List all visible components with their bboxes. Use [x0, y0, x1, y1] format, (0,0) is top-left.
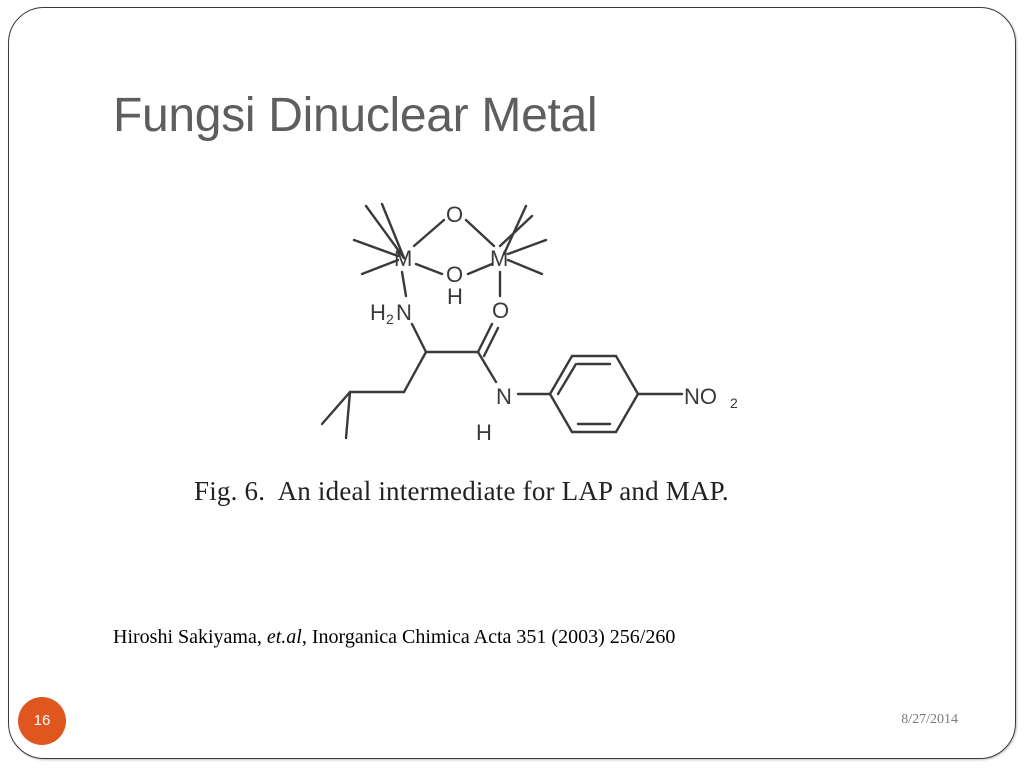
group-no2: NO [684, 384, 717, 409]
bond [556, 362, 578, 396]
bond [380, 202, 406, 260]
atom-o-carbonyl: O [492, 298, 509, 323]
page-number-badge: 16 [18, 697, 66, 745]
bond [506, 238, 548, 256]
citation-authors: Hiroshi Sakiyama, [113, 626, 267, 648]
figure-caption: Fig. 6. An ideal intermediate for LAP an… [194, 476, 729, 506]
atom-h2n-h: H [370, 300, 386, 325]
group-no2-sub: 2 [730, 395, 738, 411]
atom-n-amide: N [496, 384, 512, 409]
bond [476, 322, 494, 354]
molecule-diagram: O M O H M H 2 N O N H NO 2 [320, 202, 738, 445]
bond [320, 390, 352, 426]
bond [506, 258, 544, 276]
bond [402, 350, 428, 394]
atom-h2n-sub: 2 [386, 311, 394, 327]
atom-o-mid: O [446, 262, 463, 287]
bond [400, 270, 408, 298]
figure: O M O H M H 2 N O N H NO 2 Fig. 6. An id… [186, 192, 876, 522]
bond [466, 262, 494, 276]
bond [482, 326, 500, 358]
bond [344, 390, 352, 440]
atom-m-left: M [394, 246, 412, 271]
atom-h2n-n: N [396, 300, 412, 325]
slide-frame [8, 7, 1016, 759]
atom-h-mid: H [447, 284, 463, 309]
benzene-ring [548, 354, 640, 434]
bond [476, 350, 498, 384]
citation-etal: et.al [266, 626, 302, 648]
bond [498, 214, 534, 248]
atom-h-amide: H [476, 420, 492, 445]
bond [360, 258, 400, 276]
atom-m-right: M [490, 246, 508, 271]
bond [464, 218, 496, 248]
bond [410, 322, 428, 354]
bond [414, 262, 444, 276]
atom-o-top: O [446, 202, 463, 227]
slide-date: 8/27/2014 [901, 712, 958, 727]
bond [352, 238, 400, 258]
citation: Hiroshi Sakiyama, et.al, Inorganica Chim… [113, 624, 675, 650]
slide-title: Fungsi Dinuclear Metal [113, 89, 598, 142]
bond [502, 204, 528, 256]
citation-source: , Inorganica Chimica Acta 351 (2003) 256… [301, 626, 676, 648]
bond [412, 218, 446, 248]
bond [364, 204, 406, 260]
